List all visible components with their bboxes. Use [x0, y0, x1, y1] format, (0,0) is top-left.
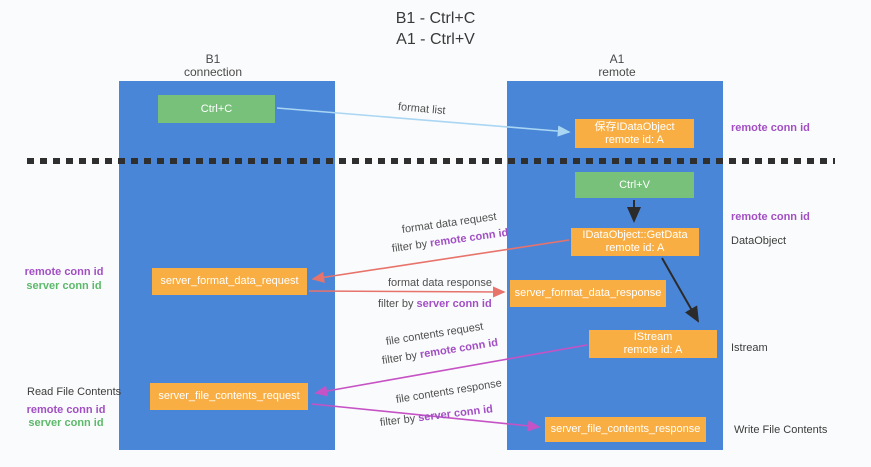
right-column-name: A1 [609, 52, 625, 66]
arrow-format-data-response [308, 286, 506, 298]
phase-separator-dashed-line [27, 158, 835, 164]
note-dataobject: DataObject [731, 235, 787, 247]
server-file-contents-response-label: server_file_contents_response [550, 423, 701, 435]
diagram-title: B1 - Ctrl+C A1 - Ctrl+V [0, 8, 871, 50]
title-line-1: B1 - Ctrl+C [395, 10, 476, 27]
note-read-file-contents: Read File Contents [27, 386, 122, 398]
server-format-data-request-label: server_format_data_request [160, 275, 299, 287]
left-column-name: B1 [205, 52, 221, 66]
getdata-line2: remote id: A [605, 242, 665, 254]
title-line-2: A1 - Ctrl+V [396, 31, 475, 48]
getdata-line1: IDataObject::GetData [582, 229, 688, 241]
ctrl-v-label: Ctrl+V [619, 178, 650, 191]
node-server-file-contents-response: server_file_contents_response [545, 417, 706, 442]
filter-by-text: filter by [391, 237, 431, 255]
note-istream: Istream [731, 342, 768, 354]
filter-by-text: filter by [381, 349, 421, 367]
server-conn-id-text: server conn id [417, 403, 494, 425]
save-idataobject-line1: 保存IDataObject [594, 120, 675, 133]
node-idataobject-getdata: IDataObject::GetData remote id: A [571, 228, 699, 256]
istream-line2: remote id: A [623, 344, 683, 356]
istream-line1: IStream [633, 331, 673, 343]
node-ctrl-c: Ctrl+C [158, 95, 275, 123]
note-write-file-contents: Write File Contents [734, 424, 828, 436]
note-remote-conn-id-top: remote conn id [731, 122, 810, 134]
note-left-server-conn-id-2: server conn id [28, 417, 104, 429]
ctrl-c-label: Ctrl+C [200, 102, 233, 115]
node-ctrl-v: Ctrl+V [575, 172, 694, 198]
note-left-server-conn-id-1: server conn id [26, 280, 102, 292]
note-left-remote-conn-id-1: remote conn id [24, 266, 104, 278]
save-idataobject-line2: remote id: A [605, 133, 664, 146]
node-save-idataobject: 保存IDataObject remote id: A [575, 119, 694, 148]
node-server-format-data-request: server_format_data_request [152, 268, 307, 295]
server-conn-id-text: server conn id [416, 298, 492, 310]
note-remote-conn-id-mid: remote conn id [731, 211, 810, 223]
node-server-format-data-response: server_format_data_response [510, 280, 666, 307]
node-server-file-contents-request: server_file_contents_request [150, 383, 308, 410]
left-column-role: connection [183, 65, 243, 79]
label-format-data-response: format data response [388, 277, 492, 289]
right-column-header: A1 remote [557, 53, 677, 79]
left-column-header: B1 connection [153, 53, 273, 79]
right-column-role: remote [598, 65, 636, 79]
label-format-list: format list [397, 101, 447, 118]
label-filter-server-2: filter by server conn id [379, 403, 493, 429]
label-file-contents-response: file contents response [395, 377, 503, 406]
note-left-remote-conn-id-2: remote conn id [26, 404, 106, 416]
node-istream: IStream remote id: A [589, 330, 717, 358]
server-format-data-response-label: server_format_data_response [514, 287, 662, 299]
label-filter-server-1: filter by server conn id [378, 298, 492, 310]
filter-by-text: filter by [378, 298, 417, 310]
server-file-contents-request-label: server_file_contents_request [158, 390, 300, 402]
filter-by-text: filter by [379, 412, 419, 429]
